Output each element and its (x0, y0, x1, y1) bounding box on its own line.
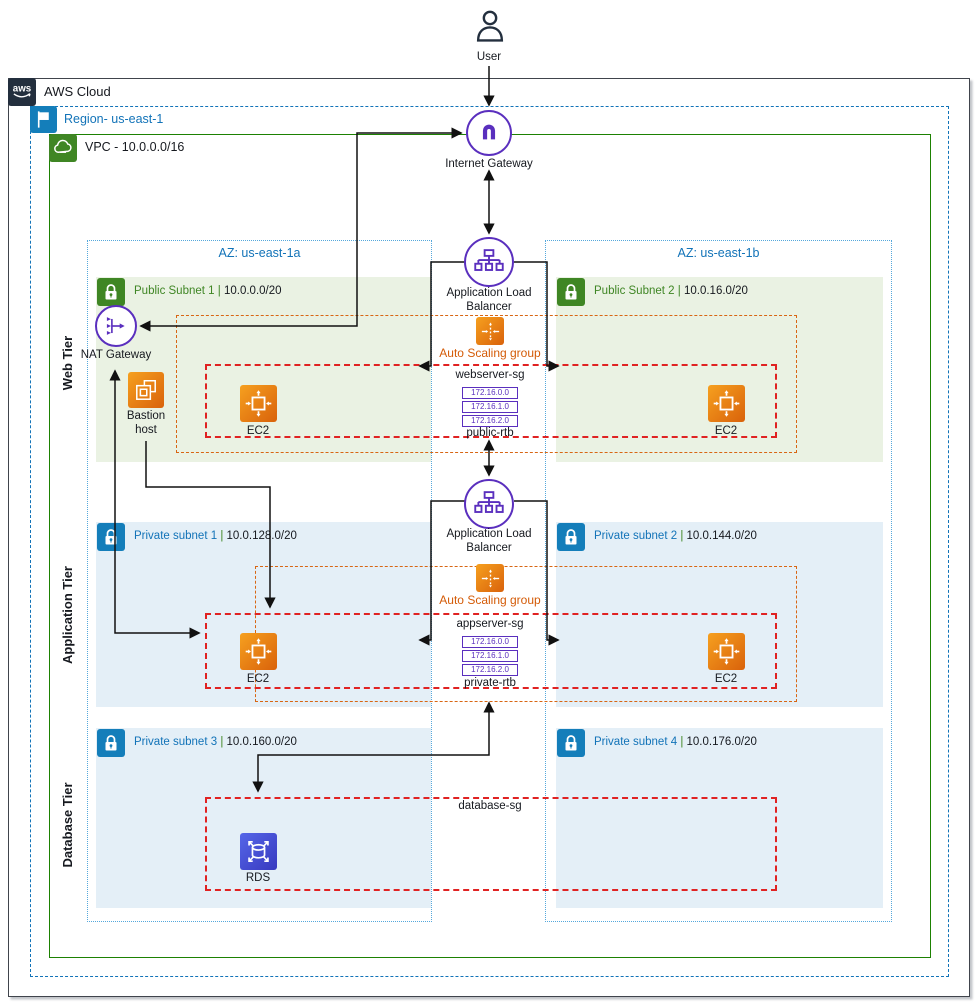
tier-label-database: Database Tier (60, 782, 75, 868)
webserver-sg-box (205, 364, 777, 438)
route-entry: 172.16.1.0 (462, 401, 518, 413)
route-entry: 172.16.2.0 (462, 664, 518, 676)
rds-icon (240, 833, 277, 870)
private-rtb-label: private-rtb (464, 677, 516, 689)
az-label-1b: AZ: us-east-1b (677, 246, 760, 260)
private-subnet-lock-icon (557, 729, 585, 757)
private-subnet-2-label: Private subnet 2 | 10.0.144.0/20 (594, 530, 757, 542)
ec2-label: EC2 (714, 425, 738, 437)
private-subnet-lock-icon (97, 729, 125, 757)
tier-label-web: Web Tier (60, 335, 75, 391)
public-subnet-1-label: Public Subnet 1 | 10.0.0.0/20 (134, 285, 282, 297)
aws-cloud-icon: aws (8, 78, 36, 106)
internet-gateway-label: Internet Gateway (445, 158, 533, 170)
region-icon (30, 106, 57, 133)
private-subnet-3-label: Private subnet 3 | 10.0.160.0/20 (134, 736, 297, 748)
public-subnet-2: Public Subnet 2 | 10.0.16.0/20 (556, 277, 883, 462)
ec2-web-right-icon (708, 385, 745, 422)
az-label-1a: AZ: us-east-1a (218, 246, 301, 260)
alb-app-label: Application Load Balancer (446, 528, 532, 554)
route-entry: 172.16.2.0 (462, 415, 518, 427)
private-subnet-lock-icon (97, 523, 125, 551)
alb-web-icon (464, 237, 514, 287)
route-entry: 172.16.0.0 (462, 387, 518, 399)
appserver-sg-box (205, 613, 777, 689)
database-sg-box (205, 797, 777, 891)
webserver-sg-label: webserver-sg (455, 369, 525, 381)
public-subnet-lock-icon (557, 278, 585, 306)
ec2-web-left-icon (240, 385, 277, 422)
auto-scaling-group-app-icon (476, 564, 504, 592)
route-entry: 172.16.0.0 (462, 636, 518, 648)
auto-scaling-group-web-label: Auto Scaling group (439, 346, 541, 360)
bastion-host-icon (128, 372, 164, 408)
public-subnet-2-label: Public Subnet 2 | 10.0.16.0/20 (594, 285, 748, 297)
ec2-label: EC2 (246, 673, 270, 685)
ec2-app-left-icon (240, 633, 277, 670)
database-sg-label: database-sg (458, 800, 522, 812)
ec2-app-right-icon (708, 633, 745, 670)
aws-logo-text: aws (13, 83, 32, 94)
private-subnet-lock-icon (557, 523, 585, 551)
private-subnet-4-label: Private subnet 4 | 10.0.176.0/20 (594, 736, 757, 748)
vpc-icon (49, 134, 77, 162)
vpc-label: VPC - 10.0.0.0/16 (85, 140, 185, 154)
private-subnet-4: Private subnet 4 | 10.0.176.0/20 (556, 728, 883, 908)
aws-cloud-label: AWS Cloud (44, 84, 111, 99)
public-subnet-lock-icon (97, 278, 125, 306)
route-entry: 172.16.1.0 (462, 650, 518, 662)
private-route-table: 172.16.0.0 172.16.1.0 172.16.2.0 (452, 636, 528, 678)
auto-scaling-group-web-icon (476, 317, 504, 345)
internet-gateway-icon (466, 110, 512, 156)
public-rtb-label: public-rtb (466, 427, 514, 439)
bastion-host-label: Bastion host (126, 410, 166, 436)
auto-scaling-group-app-label: Auto Scaling group (439, 593, 541, 607)
region-label: Region- us-east-1 (64, 112, 164, 126)
private-subnet-1-label: Private subnet 1 | 10.0.128.0/20 (134, 530, 297, 542)
alb-app-icon (464, 479, 514, 529)
appserver-sg-label: appserver-sg (456, 618, 524, 630)
alb-web-label: Application Load Balancer (446, 287, 532, 313)
ec2-label: EC2 (714, 673, 738, 685)
nat-gateway-label: NAT Gateway (80, 349, 152, 361)
ec2-label: EC2 (246, 425, 270, 437)
nat-gateway-icon (95, 305, 137, 347)
user-icon (471, 5, 509, 49)
rds-label: RDS (245, 872, 271, 884)
public-route-table: 172.16.0.0 172.16.1.0 172.16.2.0 (452, 387, 528, 429)
user-label: User (476, 51, 502, 63)
tier-label-application: Application Tier (60, 566, 75, 664)
